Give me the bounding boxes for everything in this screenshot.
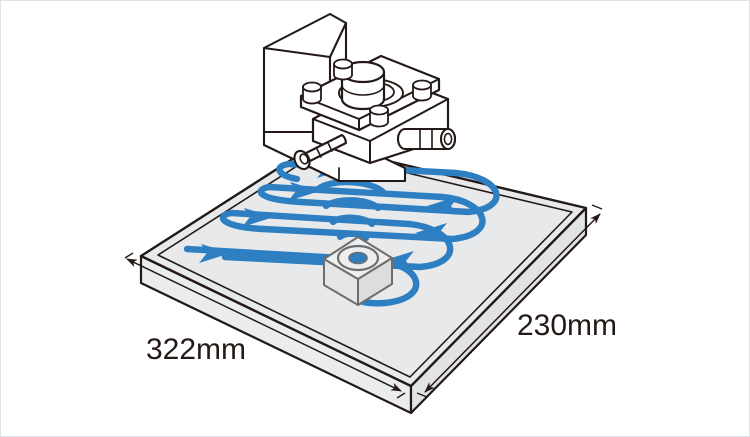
width-dimension-label: 322mm — [146, 333, 246, 366]
scan-turn-left-1 — [257, 183, 305, 206]
sensor-barrel-groove — [341, 84, 385, 96]
right-cable-connector — [396, 127, 457, 151]
depth-extension-bottom — [416, 392, 428, 398]
dimension-depth: 230mm — [416, 204, 617, 398]
corner-bolt-right-top — [412, 79, 432, 91]
wave-arc-1 — [336, 230, 370, 242]
left-connector-rings — [316, 142, 333, 158]
stage-lower-edges — [312, 98, 449, 164]
scan-pass-1 — [276, 160, 460, 183]
l-bracket-top-edge — [328, 21, 348, 59]
wave-arc-4 — [314, 179, 387, 196]
right-connector-rings — [419, 128, 433, 150]
wave-arc-2 — [329, 214, 376, 228]
left-cable-connector — [293, 133, 348, 171]
wave-arc-3 — [322, 197, 382, 212]
left-connector-bore — [299, 153, 309, 165]
target-ring-inner — [348, 251, 368, 265]
scan-arrow-5 — [242, 208, 274, 227]
width-dimension-line — [126, 258, 402, 392]
dimension-width: 322mm — [124, 252, 406, 399]
scan-arrow-7 — [199, 244, 231, 263]
depth-dimension-label: 230mm — [517, 309, 617, 342]
scan-arrow-2 — [427, 196, 459, 215]
depth-extension-top — [591, 204, 603, 210]
right-connector-bore — [443, 132, 453, 146]
corner-bolt-back-top — [333, 58, 353, 70]
corner-bolt-front-top — [369, 104, 389, 116]
width-extension-right — [396, 392, 406, 399]
scan-arrow-3 — [288, 182, 320, 201]
width-extension-left — [124, 252, 134, 259]
sensor-head-assembly — [262, 12, 457, 183]
corner-bolt-left-top — [302, 81, 322, 93]
depth-dimension-line — [424, 213, 601, 393]
scan-turn-left-2 — [219, 209, 413, 233]
signal-wave-arcs — [314, 179, 387, 242]
corner-bolt-group — [302, 58, 432, 128]
